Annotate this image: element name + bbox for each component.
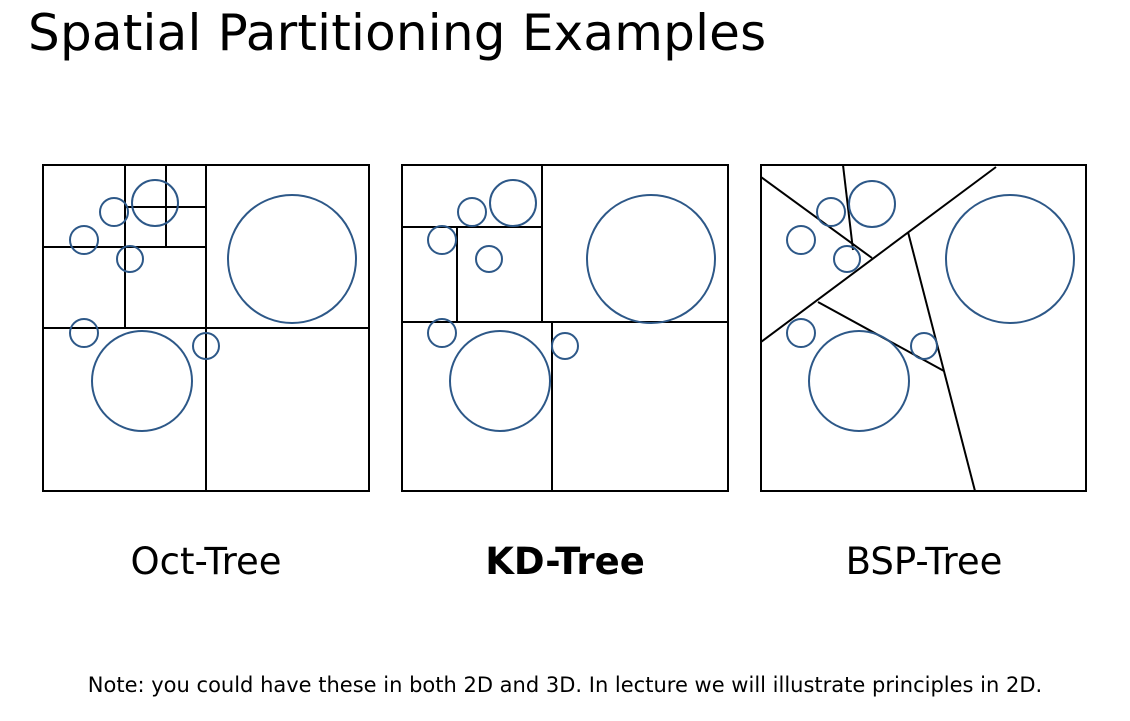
kd-tree-objects	[427, 179, 716, 432]
object-circle	[69, 225, 99, 255]
oct-tree-diagram	[42, 164, 370, 492]
oct-tree-partition-lines	[42, 164, 370, 492]
object-circle	[449, 330, 551, 432]
object-circle	[489, 179, 537, 227]
object-circle	[227, 194, 357, 324]
bsp-tree-boundary	[760, 164, 1087, 492]
bsp-tree-diagram	[760, 164, 1087, 492]
object-circle	[91, 330, 193, 432]
kd-tree-diagram	[401, 164, 729, 492]
object-circle	[848, 180, 896, 228]
object-circle	[586, 194, 716, 324]
object-circle	[808, 330, 910, 432]
object-circle	[910, 332, 938, 360]
bsp-tree-objects	[786, 180, 1075, 432]
kd-tree-caption: KD-Tree	[485, 540, 645, 583]
object-circle	[945, 194, 1075, 324]
object-circle	[816, 197, 846, 227]
object-circle	[69, 318, 99, 348]
kd-tree-partition-lines	[401, 164, 729, 492]
object-circle	[475, 245, 503, 273]
bsp-tree-caption: BSP-Tree	[845, 540, 1003, 583]
object-circle	[786, 318, 816, 348]
footnote: Note: you could have these in both 2D an…	[87, 673, 1043, 697]
object-circle	[99, 197, 129, 227]
oct-tree-caption: Oct-Tree	[130, 540, 282, 583]
object-circle	[786, 225, 816, 255]
object-circle	[192, 332, 220, 360]
object-circle	[427, 318, 457, 348]
object-circle	[833, 245, 861, 273]
bsp-tree-partition-lines	[760, 164, 1087, 492]
slide-title: Spatial Partitioning Examples	[28, 4, 767, 62]
object-circle	[427, 225, 457, 255]
kd-tree-boundary	[401, 164, 729, 492]
bsp-tree-split-line	[760, 166, 997, 343]
object-circle	[457, 197, 487, 227]
object-circle	[116, 245, 144, 273]
oct-tree-objects	[69, 179, 357, 432]
object-circle	[131, 179, 179, 227]
bsp-tree-split-line	[760, 176, 873, 259]
bsp-tree-split-line	[842, 164, 854, 251]
bsp-tree-split-line	[907, 231, 976, 492]
object-circle	[551, 332, 579, 360]
